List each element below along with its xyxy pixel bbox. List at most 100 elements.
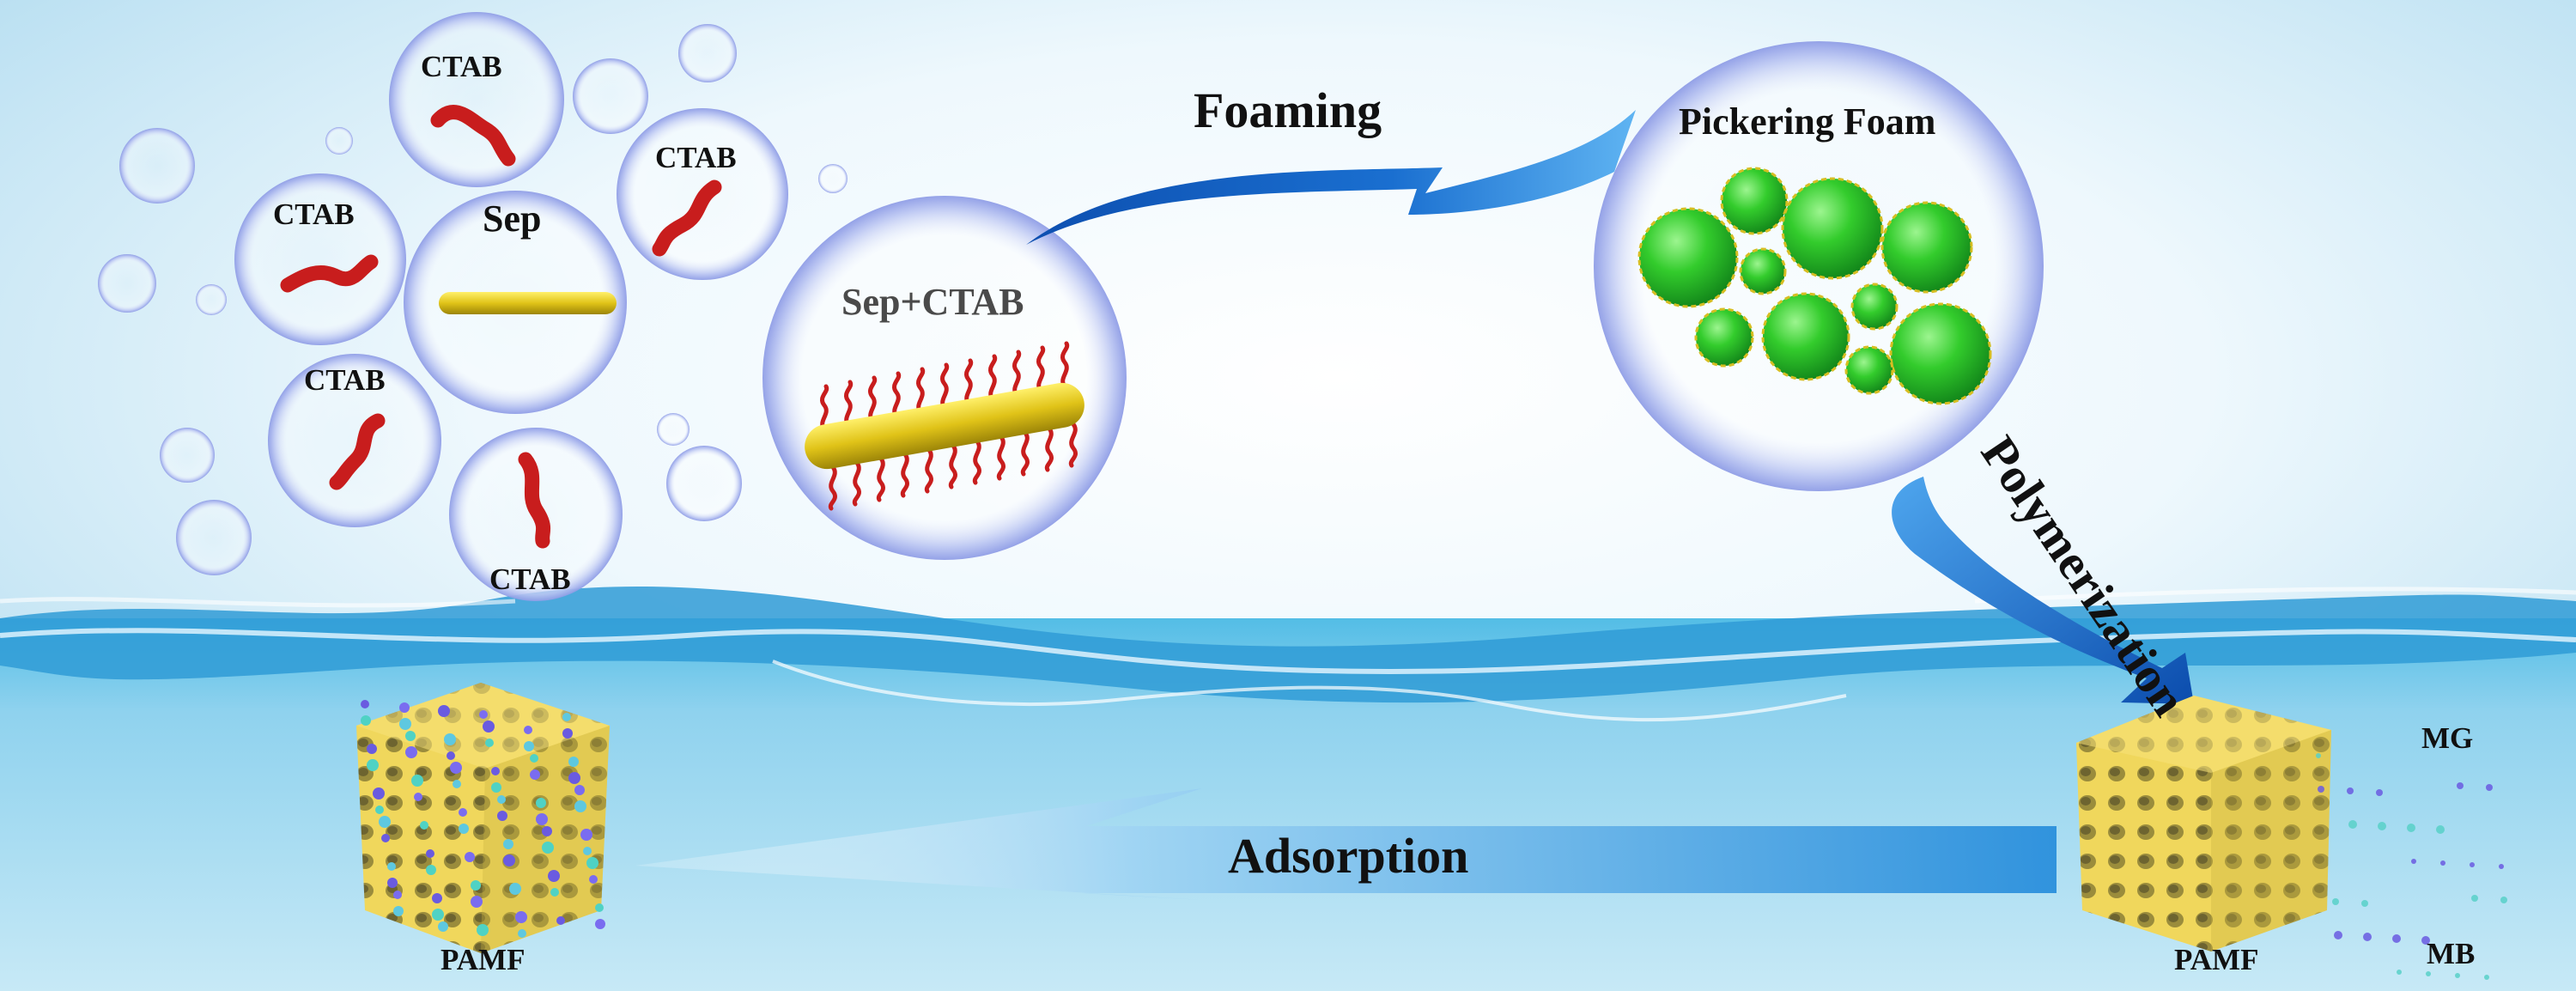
adsorbed-dye-dot [361, 700, 369, 708]
small-bubbles [98, 24, 848, 575]
ctab-chain [1068, 422, 1078, 468]
ctab-bubble-left [234, 173, 406, 345]
dye-molecules [2316, 753, 2507, 980]
adsorbed-dye-dot [393, 891, 402, 899]
adsorbed-dye-dot [477, 924, 489, 936]
dye-dot [2378, 822, 2386, 830]
ctab-chain [876, 456, 885, 502]
adsorbed-dye-dot [387, 862, 396, 871]
pamf-cube-right [2076, 696, 2331, 951]
adsorbed-dye-dot [471, 880, 481, 891]
adsorbed-dye-dot [556, 916, 565, 925]
dye-dot [2316, 753, 2321, 758]
dye-dot [2363, 933, 2372, 941]
adsorbed-dye-dot [444, 733, 456, 745]
adsorbed-dye-dot [387, 878, 398, 888]
adsorbed-dye-dot [542, 826, 552, 836]
adsorbed-dye-dot [426, 849, 434, 858]
dye-dot [2411, 859, 2416, 864]
ctab-chain [868, 375, 878, 423]
adsorbed-dye-dot [471, 896, 483, 908]
adsorbed-dye-dot [399, 702, 410, 713]
dye-dot [2318, 786, 2324, 793]
foaming-arrow [1026, 110, 1636, 245]
pamf-label-left: PAMF [440, 943, 526, 976]
dye-dot [2471, 895, 2478, 902]
ctab-chain [1020, 430, 1030, 477]
adsorbed-dye-dot [524, 741, 534, 751]
adsorbed-dye-dot [381, 834, 390, 842]
adsorbed-dye-dot [515, 911, 527, 923]
adsorbed-dye-dot [450, 762, 462, 774]
adsorbed-dye-dot [568, 757, 579, 767]
adsorbed-dye-dot [530, 754, 538, 763]
adsorbed-dye-dot [589, 875, 598, 884]
adsorbed-dye-dot [574, 785, 585, 795]
ctab-chain [964, 358, 974, 406]
adsorbed-dye-dot [379, 816, 391, 828]
adsorbed-dye-dot [361, 715, 371, 726]
ctab-chain [996, 435, 1005, 481]
dye-dot [2407, 824, 2415, 832]
dye-dot [2334, 931, 2342, 939]
dye-dot [2332, 898, 2339, 905]
adsorbed-dye-dot [367, 759, 379, 771]
dye-dot [2470, 862, 2475, 867]
adsorbed-dye-dot [432, 893, 442, 903]
adsorbed-dye-dot [583, 847, 592, 855]
ctab-chain [948, 443, 957, 489]
ctab-chain [916, 367, 926, 415]
adsorbed-dye-dot [447, 751, 455, 760]
dye-dot [2376, 789, 2383, 796]
pamf-label-right: PAMF [2174, 943, 2259, 976]
ctab-chain [828, 465, 837, 511]
adsorbed-dye-dot [595, 919, 605, 929]
adsorbed-dye-dot [497, 811, 507, 821]
adsorbed-dye-dot [574, 800, 586, 812]
adsorbed-dye-dot [399, 718, 411, 730]
adsorbed-dye-dot [530, 769, 540, 780]
adsorbed-dye-dot [459, 824, 469, 834]
ctab-label-right: CTAB [655, 141, 737, 174]
sep-ctab-bubble [762, 196, 1127, 560]
adsorbed-dye-dot [465, 852, 475, 862]
adsorption-label: Adsorption [1228, 828, 1469, 884]
adsorbed-dye-dot [405, 746, 417, 758]
adsorbed-dye-dot [483, 720, 495, 733]
adsorbed-dye-dot [580, 829, 592, 841]
adsorbed-dye-dot [485, 739, 494, 747]
ctab-label-left: CTAB [273, 198, 355, 231]
sep-bubble [404, 191, 627, 414]
adsorbed-dye-dot [453, 780, 461, 788]
ctab-chain [900, 452, 909, 498]
pickering-foam-bubble [1594, 41, 2044, 491]
adsorbed-dye-dot [518, 929, 526, 938]
adsorbed-dye-dot [542, 842, 554, 854]
sep-label: Sep [483, 198, 542, 240]
pamf-cube-left [356, 683, 610, 953]
adsorbed-dye-dot [393, 906, 404, 916]
adsorbed-dye-dot [536, 798, 546, 808]
adsorbed-dye-dot [548, 870, 560, 882]
adsorbed-dye-dot [491, 782, 501, 793]
ctab-chain [940, 362, 950, 410]
dye-dot [2392, 934, 2401, 943]
ctab-bubble-bottom [449, 428, 623, 601]
dye-dot [2347, 787, 2354, 794]
ctab-chain [820, 384, 829, 432]
mg-label: MG [2421, 721, 2474, 755]
adsorbed-dye-dot [432, 909, 444, 921]
adsorbed-dye-dot [420, 821, 428, 830]
adsorbed-dye-dot [411, 775, 423, 787]
ctab-chain [1060, 341, 1070, 389]
sep-ctab-label: Sep+CTAB [841, 281, 1024, 323]
adsorbed-dye-dot [595, 903, 604, 912]
ctab-bubble-top [389, 12, 564, 187]
adsorbed-dye-dot [524, 726, 532, 734]
ctab-label-top: CTAB [421, 50, 502, 83]
polymerization-arrow [1892, 477, 2194, 704]
ctab-bubble-right [617, 108, 788, 280]
dye-dot [2499, 864, 2504, 869]
adsorbed-dye-dot [426, 865, 436, 875]
dye-dot [2426, 971, 2431, 976]
